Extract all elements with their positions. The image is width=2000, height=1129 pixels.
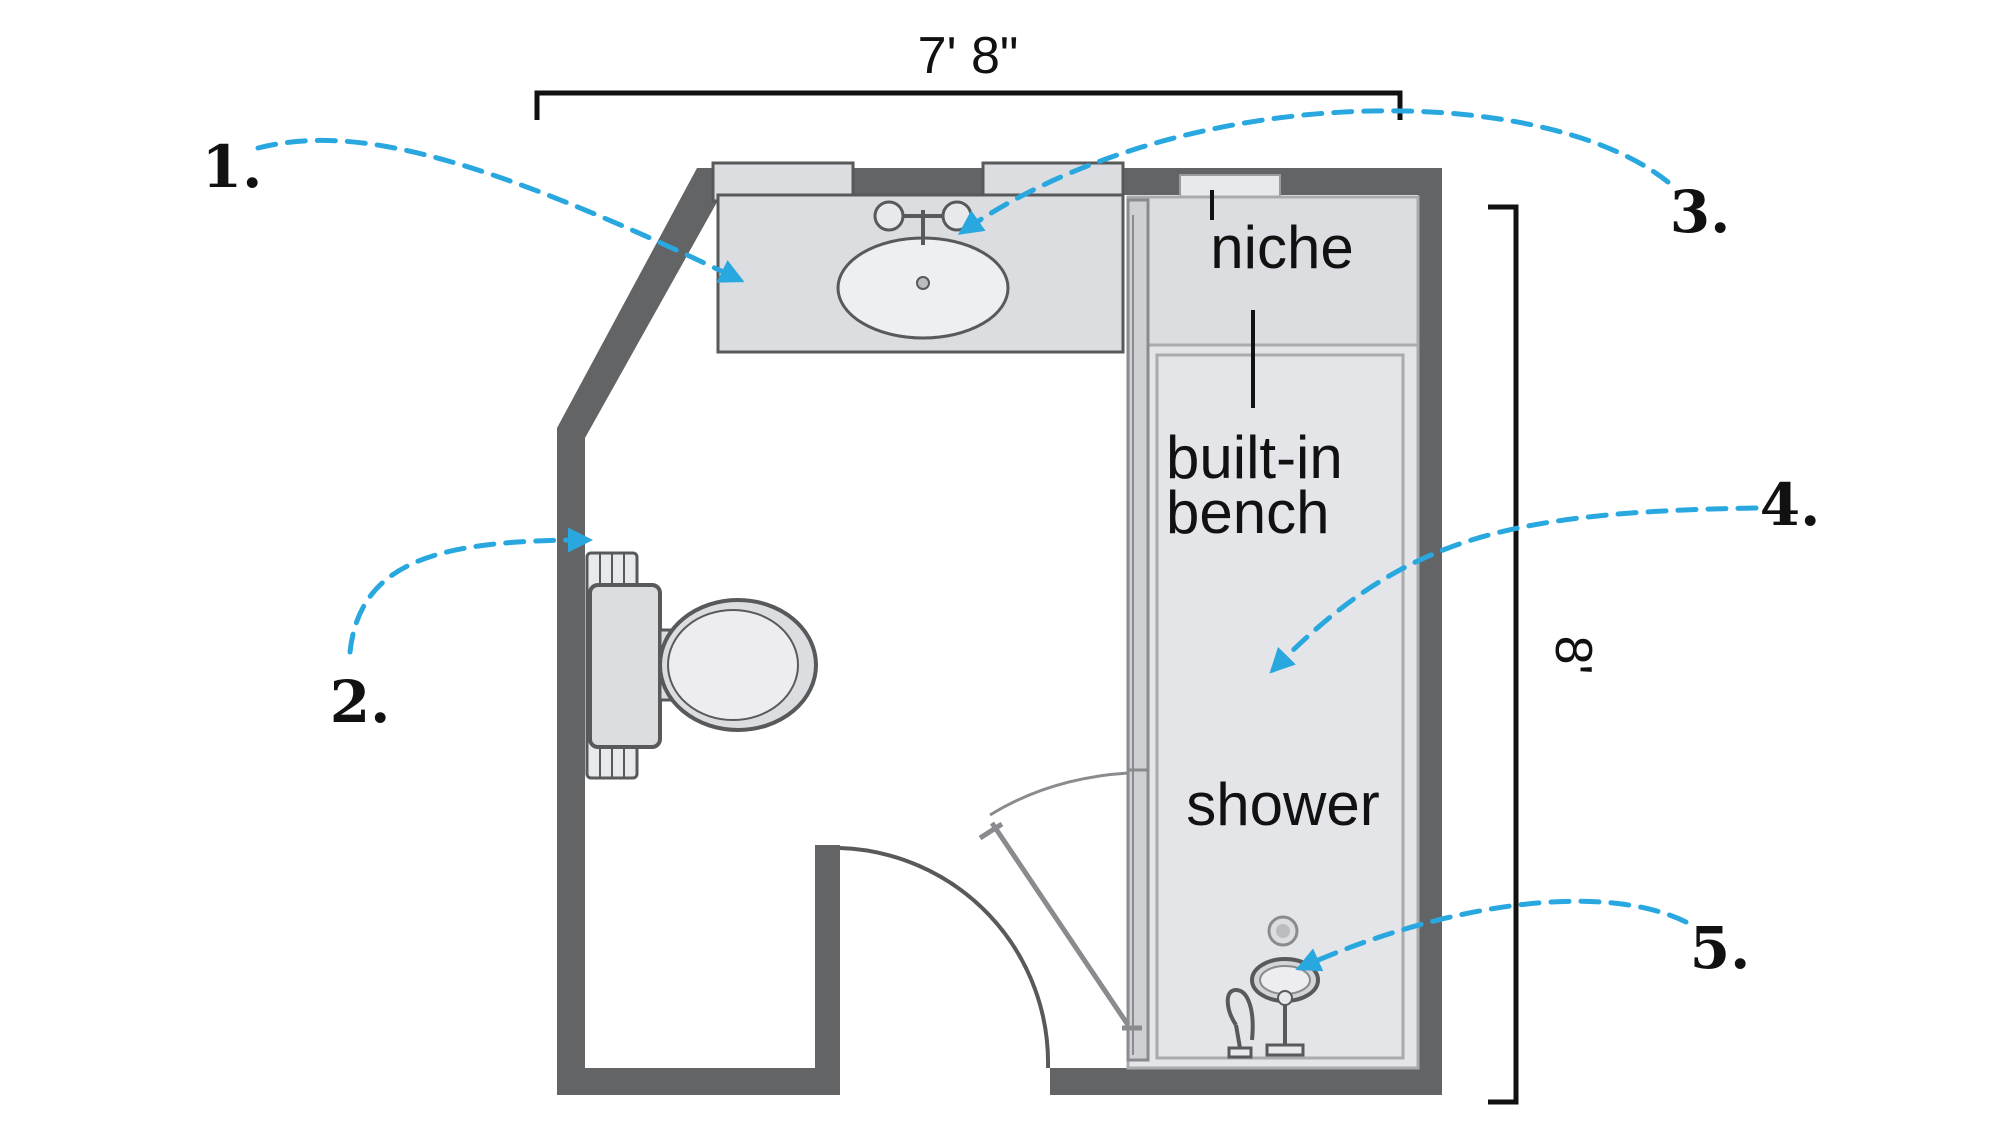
door-jamb-wall [815,845,840,1095]
bench-label-line-1: built-in [1166,424,1343,491]
shower-door [989,821,1131,1027]
niche-label: niche [1210,214,1353,281]
entry-door [839,846,1051,1069]
handshower-hose-icon [1225,987,1255,1041]
faucet-spout-icon [903,210,943,245]
height-dimension: 8' [1488,204,1602,1105]
valve-knob-icon [1277,990,1293,1006]
callout-arrow-3 [957,108,1671,235]
callout-number-5: 5. [1690,914,1751,982]
callout-number-3: 3. [1670,178,1731,246]
callout-arrow-1 [255,137,745,283]
shower-label: shower [1186,771,1379,838]
vanity [711,161,1125,354]
height-label: 8' [1544,636,1602,675]
handshower-wand [1234,1024,1242,1049]
width-dimension-line [534,90,1403,120]
callout-arrow-2 [347,527,593,655]
shower [978,195,1420,1070]
entry-door-swing [839,846,1051,1069]
callout-arrow-4 [1269,505,1759,674]
handshower-base [1227,1046,1253,1059]
width-label: 7' 8" [918,27,1019,85]
callout-number-2: 2. [330,668,391,736]
built-in-bench [1155,353,1405,1060]
width-dimension: 7' 8" [534,27,1403,120]
room-labels: niche built-in bench shower [1166,190,1380,838]
glass-wall-lower [1126,768,1150,1062]
walls [557,168,1442,1095]
glass-wall-upper [1126,198,1150,772]
valve-base [1265,1043,1305,1057]
faucet-handle-left-icon [873,200,905,232]
toilet-tank-icon [588,583,662,749]
sink-drain-icon [916,276,930,290]
callout-number-4: 4. [1760,471,1821,539]
shower-door-handle [978,821,1004,841]
bench-label-line-2: bench [1166,479,1329,546]
toilet-seat-icon [667,609,799,721]
rain-showerhead-face [1259,965,1311,995]
shower-drain-center [1276,924,1290,938]
toilet-area [585,551,818,780]
shower-door-swing [989,771,1129,817]
window-frame [1179,174,1281,198]
callout-arrow-5 [1295,898,1689,972]
callouts: 1. 2. 3. 4. 5. [202,108,1821,982]
height-dimension-line [1488,204,1519,1105]
callout-number-1: 1. [202,133,263,201]
